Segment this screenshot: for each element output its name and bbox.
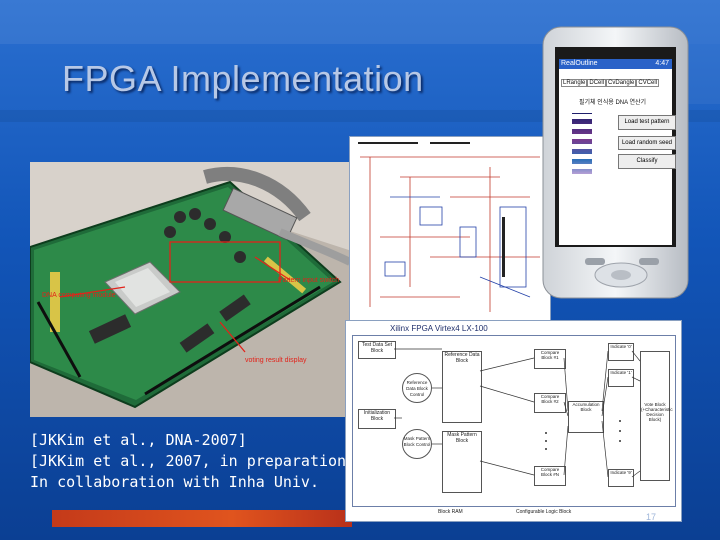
pda-tab[interactable]: CVCell <box>636 79 660 87</box>
load-test-pattern-button[interactable]: Load test pattern <box>618 115 676 130</box>
circuit-schematic <box>349 136 551 322</box>
fpga-board-photo: DNA computing module Pattern input switc… <box>30 162 355 417</box>
schematic-drawing <box>358 142 540 312</box>
pda-app-title: RealOutline <box>561 60 598 67</box>
pda-clock: 4:47 <box>655 60 669 67</box>
block-ram-label: Block RAM <box>438 509 463 515</box>
pda-title-bar: RealOutline 4:47 <box>561 60 669 69</box>
block-indicate-9: Indicate '9' <box>608 469 634 487</box>
slide-title: FPGA Implementation <box>62 58 424 99</box>
caption-line-1: [JKKim et al., DNA-2007] <box>30 431 247 449</box>
accent-bar <box>52 510 352 527</box>
block-diagram-title: Xilinx FPGA Virtex4 LX-100 <box>390 324 488 333</box>
block-mask-control: Mask Pattern Block Control <box>402 429 432 459</box>
pda-tab[interactable]: CvDangle <box>606 79 637 87</box>
fpga-block-diagram: Xilinx FPGA Virtex4 LX-100 Test Data Set… <box>345 320 682 522</box>
block-accumulation: Accumulation Block <box>568 401 604 433</box>
label-pattern-input: Pattern input switch <box>278 277 339 284</box>
pda-tab[interactable]: DCell <box>587 79 607 87</box>
block-diagram-connectors <box>394 348 641 478</box>
block-vote: Vote Block (+Characteristic Decision Blo… <box>640 351 673 481</box>
block-ref-control: Reference Data Block Control <box>402 373 432 403</box>
caption-line-2: [JKKim et al., 2007, in preparation] <box>30 452 356 470</box>
pda-tab[interactable]: LRangle <box>561 79 588 87</box>
pda-pattern-grid <box>572 113 592 179</box>
caption-line-3: In collaboration with Inha Univ. <box>30 473 319 491</box>
block-ref-data: Reference Data Block <box>442 351 482 423</box>
caption: [JKKim et al., DNA-2007] [JKKim et al., … <box>30 430 355 493</box>
classify-button[interactable]: Classify <box>618 154 676 169</box>
pda-korean-title: 필기체 인식용 DNA 연산기 <box>579 100 647 106</box>
page-number: 17 <box>646 512 657 522</box>
label-voting-result: voting result display <box>245 357 307 364</box>
block-compare-1: Compare Block #1 <box>534 349 566 369</box>
fpga-board-illustration: DNA computing module Pattern input switc… <box>30 162 355 417</box>
block-compare-n: Compare Block #N <box>534 466 566 486</box>
load-random-seed-button[interactable]: Load random seed <box>618 136 676 150</box>
label-dna-computing: DNA computing module <box>42 292 116 299</box>
block-compare-2: Compare Block #2 <box>534 393 566 413</box>
block-initialization: Initialization Block <box>358 409 396 429</box>
block-test-data-set: Test Data Set Block <box>358 341 396 359</box>
block-indicate-0: Indicate '0' <box>608 343 634 361</box>
configurable-logic-label: Configurable Logic Block <box>516 509 572 515</box>
block-mask-data: Mask Pattern Block <box>442 431 482 493</box>
